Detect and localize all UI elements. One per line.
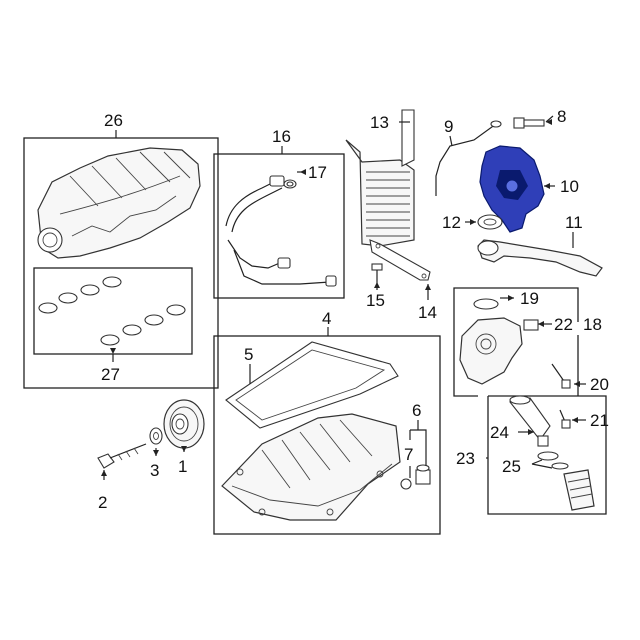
callout-26: 26 <box>104 111 123 130</box>
callout-1: 1 <box>178 457 187 476</box>
callout-21: 21 <box>590 411 609 430</box>
callout-19: 19 <box>520 289 539 308</box>
callout-15: 15 <box>366 291 385 310</box>
seal-12 <box>477 214 503 230</box>
filter-housing <box>563 469 595 511</box>
callout-25: 25 <box>502 457 521 476</box>
filter-element <box>509 395 551 447</box>
dipstick-tube <box>435 120 502 196</box>
callout-20: 20 <box>590 375 609 394</box>
callout-23: 23 <box>456 449 475 468</box>
group-box-16 <box>213 153 345 299</box>
crank-bolt <box>97 443 147 469</box>
callout-18: 18 <box>583 315 602 334</box>
callout-14: 14 <box>418 303 437 322</box>
callout-11: 11 <box>565 213 583 232</box>
callout-6: 6 <box>412 401 421 420</box>
group-box-18 <box>453 287 579 397</box>
crank-pulley <box>163 399 205 449</box>
arrowheads <box>101 119 580 476</box>
group-box-23 <box>487 395 607 515</box>
callout-12: 12 <box>442 213 461 232</box>
oil-pickup-tube <box>477 239 603 277</box>
intake-manifold <box>37 147 201 259</box>
oil-pan <box>221 413 401 521</box>
callout-24: 24 <box>490 423 509 442</box>
drain-plug <box>400 464 431 490</box>
washer-3 <box>149 427 163 445</box>
callout-16: 16 <box>272 127 291 146</box>
group-box-4 <box>213 335 441 535</box>
bolt-8 <box>513 117 545 129</box>
callout-22: 22 <box>554 315 573 334</box>
oil-pan-gasket <box>225 341 399 429</box>
oil-pump-highlighted <box>479 145 545 233</box>
callout-5: 5 <box>244 345 253 364</box>
oil-cooler <box>345 109 415 247</box>
bolt-21 <box>559 409 571 429</box>
oil-cooler-bracket <box>369 239 431 281</box>
callout-17: 17 <box>308 163 327 182</box>
filter-adapter <box>459 298 539 385</box>
callout-8: 8 <box>557 107 566 126</box>
intake-gaskets <box>38 276 186 346</box>
callout-4: 4 <box>322 309 331 328</box>
callout-2: 2 <box>98 493 107 512</box>
callout-7: 7 <box>404 445 413 464</box>
callout-3: 3 <box>150 461 159 480</box>
bolt-20 <box>551 363 571 389</box>
group-box-26 <box>23 137 219 389</box>
callout-10: 10 <box>560 177 579 196</box>
oil-cooler-lines <box>225 175 337 287</box>
o-rings-25 <box>537 451 569 470</box>
callout-9: 9 <box>444 117 453 136</box>
callout-27: 27 <box>101 365 120 384</box>
callout-13: 13 <box>370 113 389 132</box>
bolt-15 <box>371 263 383 282</box>
